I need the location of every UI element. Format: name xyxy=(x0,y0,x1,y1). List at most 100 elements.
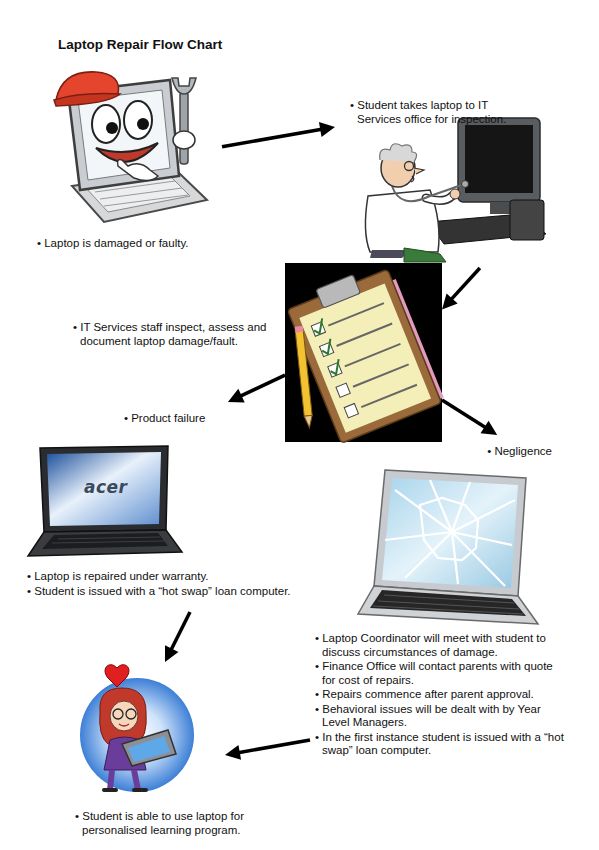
clipboard-part-part xyxy=(311,318,327,335)
doctor-computer-part xyxy=(411,176,414,182)
doctor-computer xyxy=(365,118,546,262)
flow-step: • Laptop is damaged or faulty. xyxy=(35,65,222,255)
step-text: • Student takes laptop to IT Services of… xyxy=(350,99,535,126)
cartoon-laptop-part xyxy=(118,160,159,181)
broken-laptop-part xyxy=(385,480,515,586)
doctor-computer-part xyxy=(458,118,540,202)
broken-laptop xyxy=(358,470,538,624)
step-text-group: • Laptop is damaged or faulty. xyxy=(37,237,247,252)
cartoon-laptop-part xyxy=(137,118,149,130)
step-text: • In the first instance student is issue… xyxy=(315,731,569,758)
doctor-computer-part xyxy=(405,162,414,171)
clipboard-part-part xyxy=(328,303,384,325)
flow-arrow xyxy=(442,268,480,310)
arrow-shaft xyxy=(170,612,190,651)
doctor-computer-part xyxy=(404,248,446,262)
broken-laptop-part-part xyxy=(405,532,452,578)
step-text: • Student is able to use laptop for pers… xyxy=(75,810,310,837)
step-text-group: • Student is able to use laptop for pers… xyxy=(75,810,310,838)
arrow-head xyxy=(442,293,458,309)
broken-laptop-part-part xyxy=(430,480,452,532)
flow-step: • Student is able to use laptop for pers… xyxy=(70,662,225,842)
broken-laptop-part xyxy=(373,595,523,614)
step-text-group: • Laptop Coordinator will meet with stud… xyxy=(315,632,569,759)
arrow-shaft xyxy=(450,268,480,301)
clipboard-part-part xyxy=(345,344,401,366)
flow-arrow xyxy=(442,400,497,435)
arrow-shaft xyxy=(442,400,487,429)
acer-laptop-part xyxy=(42,533,168,549)
clipboard-part-part xyxy=(319,339,335,356)
broken-laptop-part-part xyxy=(420,498,478,560)
chart-title: Laptop Repair Flow Chart xyxy=(58,37,222,52)
clipboard-part-part xyxy=(361,385,417,407)
broken-laptop-part xyxy=(382,478,518,588)
flow-arrow xyxy=(165,612,190,662)
clipboard-part xyxy=(295,326,314,428)
clipboard-part-part xyxy=(353,364,409,386)
clipboard-part-part xyxy=(299,283,431,432)
girl-laptop-part xyxy=(113,709,123,719)
girl-laptop-part xyxy=(80,678,194,792)
girl-laptop-part xyxy=(110,701,138,731)
acer-laptop-part xyxy=(52,537,164,543)
step-text: • Laptop is damaged or faulty. xyxy=(37,237,247,251)
cartoon-laptop-part xyxy=(106,122,118,134)
step-text: • Laptop is repaired under warranty. xyxy=(27,570,297,584)
clipboard-part-part xyxy=(328,359,344,376)
cartoon-laptop-part xyxy=(92,105,120,143)
cartoon-laptop-part xyxy=(180,92,188,164)
girl-laptop-part xyxy=(122,730,176,766)
flow-arrow xyxy=(222,122,335,147)
step-text: • Repairs commence after parent approval… xyxy=(315,688,569,702)
arrow-head xyxy=(481,421,498,435)
step-text-group: • Student takes laptop to IT Services of… xyxy=(350,99,535,127)
clipboard-part-part xyxy=(337,324,393,346)
cartoon-laptop xyxy=(54,72,207,222)
doctor-computer-part xyxy=(450,189,460,199)
cartoon-laptop-part xyxy=(124,101,152,139)
broken-laptop-part-part xyxy=(452,532,512,545)
step-text: • Laptop Coordinator will meet with stud… xyxy=(315,632,569,659)
girl-laptop-part xyxy=(110,770,138,790)
step-text-group: • IT Services staff inspect, assess and … xyxy=(73,321,273,349)
arrow-head xyxy=(225,745,241,760)
broken-laptop-part xyxy=(374,470,526,596)
broken-laptop-part xyxy=(358,586,538,624)
clipboard-part-part xyxy=(336,383,350,397)
arrow-shaft xyxy=(239,375,285,397)
doctor-computer-part xyxy=(462,181,469,188)
flow-step: • Student takes laptop to IT Services of… xyxy=(335,97,560,268)
clipboard-part-part xyxy=(287,269,441,443)
broken-laptop-part-part xyxy=(452,532,458,584)
acer-laptop xyxy=(28,446,182,556)
girl-laptop-part xyxy=(104,788,146,792)
acer-laptop-part xyxy=(28,530,182,556)
doctor-computer-part xyxy=(465,125,533,193)
acer-laptop-part xyxy=(47,452,161,526)
broken-laptop-part-part xyxy=(385,532,452,540)
clipboard-part-part xyxy=(328,363,342,377)
clipboard-part-part xyxy=(304,415,313,428)
flow-step: • IT Services staff inspect, assess and … xyxy=(285,263,442,442)
clipboard-part xyxy=(284,260,445,443)
girl-laptop-part xyxy=(100,688,147,744)
branch-label: • Product failure xyxy=(124,412,205,426)
flow-step: • Laptop is repaired under warranty.• St… xyxy=(25,402,300,612)
doctor-computer-part xyxy=(510,200,544,240)
flow-arrow xyxy=(225,740,310,760)
doctor-computer-part xyxy=(490,202,510,214)
arrow-head xyxy=(319,122,335,137)
broken-laptop-part xyxy=(370,590,526,616)
arrow-shaft xyxy=(237,740,310,753)
flow-arrow xyxy=(228,375,285,402)
step-text: • IT Services staff inspect, assess and … xyxy=(73,321,273,348)
arrow-shaft xyxy=(222,129,323,147)
cartoon-laptop-part xyxy=(173,131,195,149)
clipboard xyxy=(284,260,445,443)
step-text: • Finance Office will contact parents wi… xyxy=(315,660,569,687)
flow-step: • Laptop Coordinator will meet with stud… xyxy=(310,435,570,765)
